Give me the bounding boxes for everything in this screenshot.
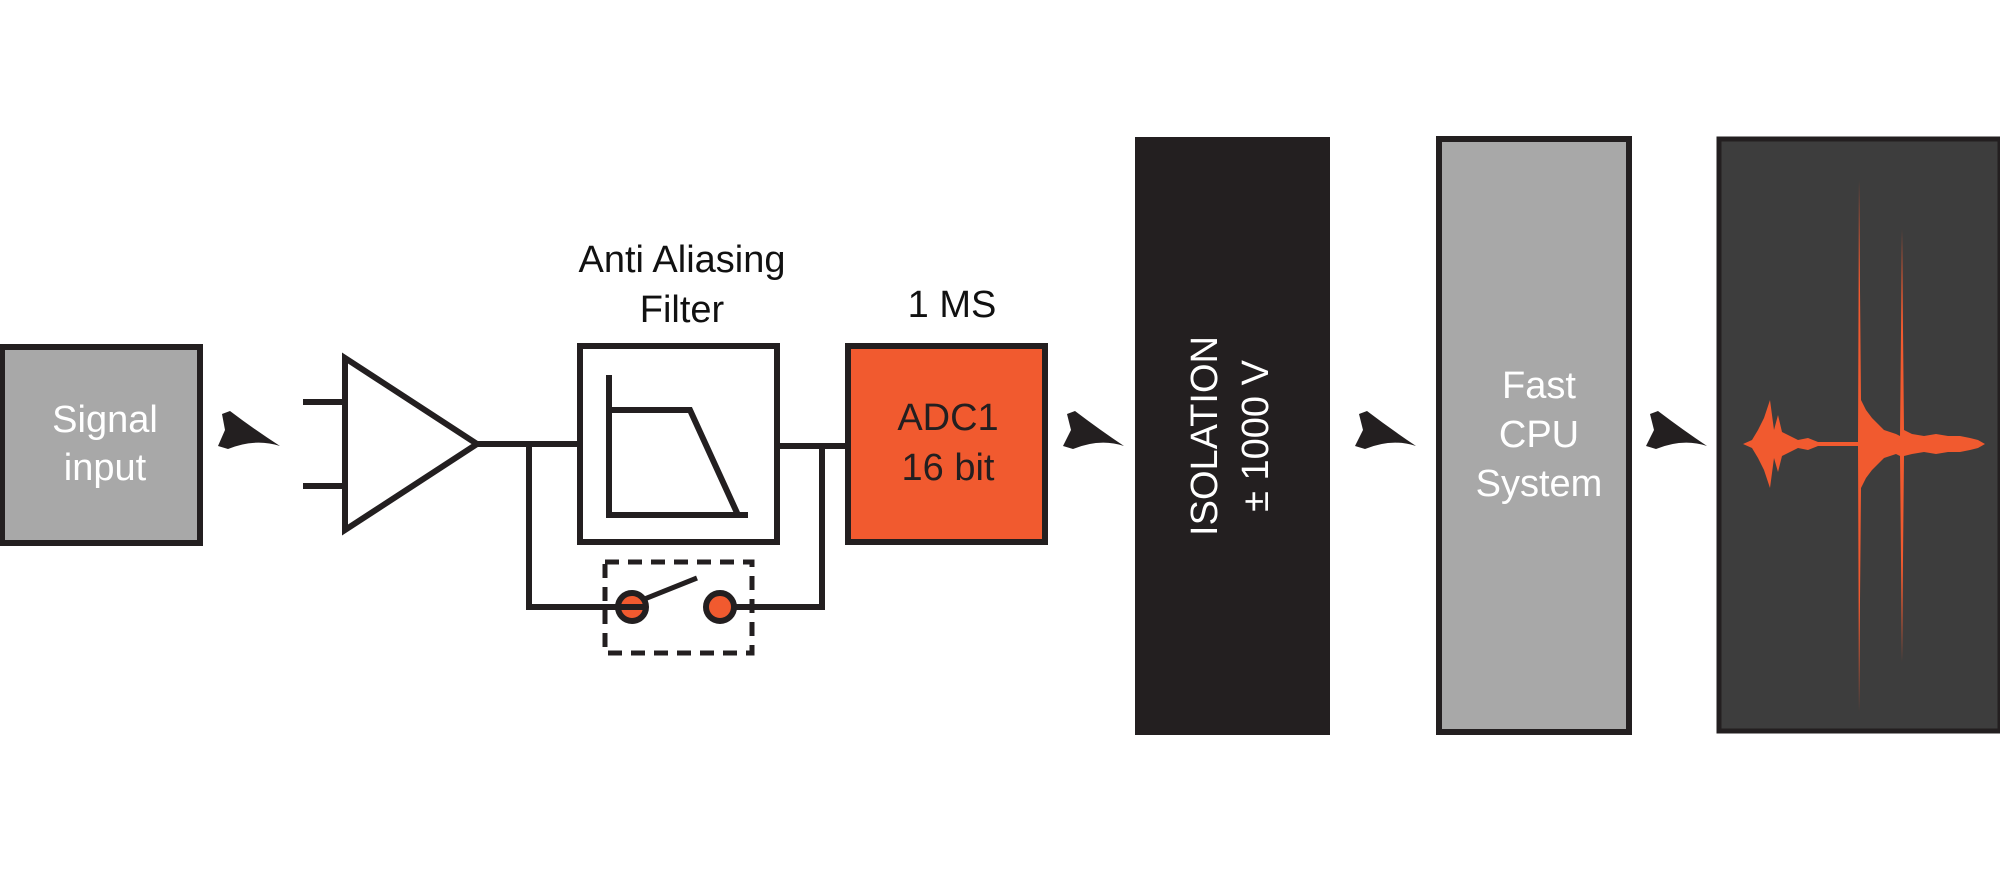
adc-block: 1 MS ADC1 16 bit xyxy=(845,284,1048,545)
cpu-label-line1: Fast xyxy=(1502,365,1576,407)
switch-contact-right xyxy=(703,590,737,624)
lowpass-response-icon xyxy=(606,375,748,518)
amplifier-symbol xyxy=(303,352,483,536)
filter-title-line1: Anti Aliasing xyxy=(578,239,785,281)
filter-title-line2: Filter xyxy=(640,289,725,331)
flow-arrow-4 xyxy=(1646,411,1707,449)
bypass-switch[interactable] xyxy=(602,559,755,656)
isolation-label-line2: ± 1000 V xyxy=(1235,359,1277,512)
cpu-label-line3: System xyxy=(1476,463,1603,505)
isolation-block: ISOLATION ± 1000 V xyxy=(1135,137,1330,735)
filter-bypass-wiring xyxy=(477,441,847,610)
adc-label-line2: 16 bit xyxy=(902,447,995,489)
flow-arrow-3 xyxy=(1355,411,1416,449)
adc-sample-rate: 1 MS xyxy=(908,284,997,326)
flow-arrow-1 xyxy=(218,411,280,449)
anti-aliasing-filter-block: Anti Aliasing Filter xyxy=(577,239,786,545)
cpu-system-block: Fast CPU System xyxy=(1436,136,1632,735)
flow-arrow-2 xyxy=(1063,411,1124,449)
waveform-trace xyxy=(1743,180,1985,712)
adc-label-line1: ADC1 xyxy=(897,397,998,439)
cpu-label-line2: CPU xyxy=(1499,414,1579,456)
signal-input-label-line2: input xyxy=(64,447,147,489)
isolation-label-line1: ISOLATION xyxy=(1184,336,1226,536)
signal-input-block: Signal input xyxy=(0,344,203,546)
signal-input-label-line1: Signal xyxy=(52,399,158,441)
waveform-display xyxy=(1716,136,2000,734)
